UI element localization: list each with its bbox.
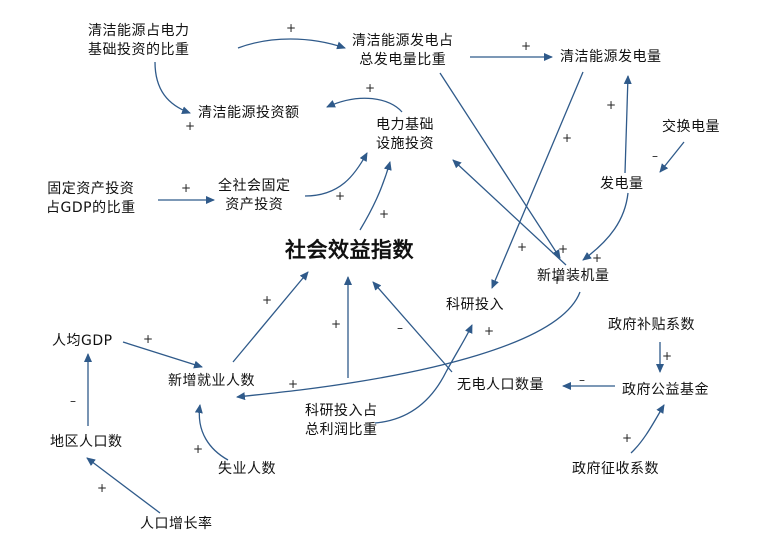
edge-sign: + <box>262 293 273 307</box>
node-clean-invest: 清洁能源投资额 <box>198 105 300 121</box>
edge-sign: + <box>517 240 528 254</box>
edge-sign: + <box>521 39 532 53</box>
edge-sign: + <box>484 324 495 338</box>
node-clean-gen: 清洁能源发电量 <box>560 49 662 65</box>
edge-no-power-pop-to-social-benefit <box>372 281 453 373</box>
edge-sign: + <box>379 207 390 221</box>
node-new-employment: 新增就业人数 <box>168 373 255 389</box>
edge-generation-to-new-capacity <box>582 192 629 261</box>
edge-sign: + <box>331 317 342 331</box>
edge-generation-to-clean-gen <box>623 75 632 174</box>
node-gov-fund: 政府公益基金 <box>622 382 709 398</box>
edge-sign: + <box>622 431 633 445</box>
edge-sign: + <box>193 442 204 456</box>
node-clean-invest-ratio: 清洁能源占电力 基础投资的比重 <box>88 23 190 58</box>
edge-sign: + <box>562 131 573 145</box>
edge-new-capacity-to-power-infra <box>452 159 567 266</box>
node-social-benefit: 社会效益指数 <box>285 238 414 262</box>
edge-social-benefit-to-power-infra <box>359 161 392 231</box>
node-no-power-pop: 无电人口数量 <box>457 377 544 393</box>
node-social-fixed-asset: 全社会固定 资产投资 <box>218 178 291 213</box>
edge-clean-gen-to-rd-invest <box>491 71 584 289</box>
edge-sign: – <box>652 149 658 163</box>
edge-sign: + <box>97 481 108 495</box>
node-fixed-asset-ratio: 固定资产投资 占GDP的比重 <box>46 181 136 216</box>
edge-sign: + <box>185 119 196 133</box>
node-clean-gen-ratio: 清洁能源发电占 总发电量比重 <box>352 33 454 68</box>
node-pop-growth: 人口增长率 <box>140 516 213 532</box>
edge-sign: – <box>579 373 585 387</box>
edge-gdp-per-capita-to-new-employment <box>122 341 203 369</box>
edge-pop-growth-to-regional-pop <box>86 457 161 514</box>
node-rd-invest: 科研投入 <box>446 297 504 313</box>
edge-sign: + <box>181 181 192 195</box>
edge-sign: – <box>397 321 403 335</box>
edge-power-infra-to-clean-invest <box>326 97 403 113</box>
node-gov-levy: 政府征收系数 <box>572 461 659 477</box>
node-regional-pop: 地区人口数 <box>50 434 123 450</box>
node-power-infra: 电力基础 设施投资 <box>376 117 434 152</box>
node-gov-subsidy: 政府补贴系数 <box>608 317 695 333</box>
node-exchange-power: 交换电量 <box>662 119 720 135</box>
edge-sign: + <box>662 349 673 363</box>
edge-sign: + <box>558 242 569 256</box>
edge-new-employment-to-social-benefit <box>232 271 309 363</box>
edge-sign: + <box>143 332 154 346</box>
edge-new-capacity-to-new-employment <box>236 291 581 401</box>
edge-social-fixed-asset-to-power-infra <box>304 152 368 197</box>
edge-sign: + <box>286 21 297 35</box>
node-new-capacity: 新增装机量 <box>537 268 610 284</box>
edge-rd-profit-ratio-to-rd-invest <box>374 324 473 424</box>
edge-clean-gen-ratio-to-new-capacity <box>439 72 561 259</box>
edge-sign: – <box>70 394 76 408</box>
edge-sign: + <box>606 98 617 112</box>
edge-sign: + <box>552 273 563 287</box>
node-unemployed: 失业人数 <box>218 461 276 477</box>
node-generation: 发电量 <box>600 176 644 192</box>
node-rd-profit-ratio: 科研投入占 总利润比重 <box>305 403 378 438</box>
edge-unemployed-to-new-employment <box>194 404 229 461</box>
edge-sign: + <box>592 251 603 265</box>
edge-exchange-power-to-generation <box>659 141 685 173</box>
edge-sign: + <box>288 377 299 391</box>
edge-gov-levy-to-gov-fund <box>630 404 665 454</box>
edge-sign: + <box>335 189 346 203</box>
edge-clean-invest-ratio-to-clean-invest <box>154 61 191 115</box>
node-gdp-per-capita: 人均GDP <box>52 333 113 349</box>
edge-sign: + <box>365 81 376 95</box>
edge-clean-invest-ratio-to-clean-gen-ratio <box>237 38 346 50</box>
